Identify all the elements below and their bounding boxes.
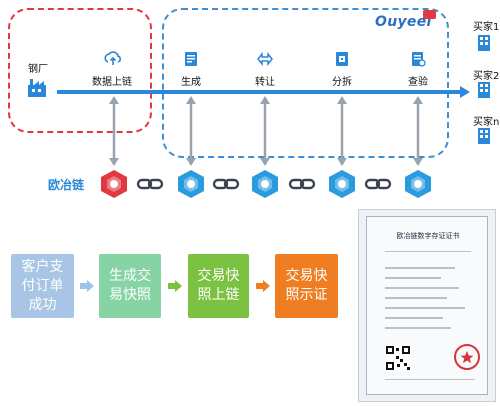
- cert-text-line: [385, 267, 455, 269]
- stage-label-generate: 生成: [181, 77, 201, 88]
- flow-arrowhead: [460, 86, 470, 98]
- process-step-onchain: 交易快 照上链: [188, 254, 249, 318]
- stage-label-transfer: 转让: [255, 77, 275, 88]
- swap-icon: [257, 51, 273, 67]
- cloud-upload-icon: [104, 51, 122, 65]
- step-line: 照示证: [285, 287, 328, 303]
- cert-text-line: [385, 287, 459, 289]
- building-icon: [478, 35, 490, 51]
- seal-icon: [454, 344, 480, 370]
- process-step-snapshot: 生成交 易快照: [99, 254, 161, 318]
- arrow-right-icon: [256, 280, 270, 292]
- ouyeel-logo: Ouyeel: [375, 14, 432, 30]
- steel-mill-zone: [8, 8, 152, 133]
- chain-link-icon: [364, 178, 392, 190]
- step-line: 照上链: [197, 287, 240, 303]
- chain-node-blue: [405, 170, 431, 198]
- chain-link-icon: [288, 178, 316, 190]
- cert-text-line: [385, 327, 451, 329]
- cert-text-line: [385, 379, 475, 380]
- steel-mill-label: 钢厂: [28, 64, 48, 75]
- cert-text-line: [385, 317, 443, 319]
- step-line: 易快照: [109, 287, 151, 303]
- verify-icon: [412, 52, 426, 67]
- buyer-n-label: 买家n: [473, 117, 500, 128]
- building-icon: [478, 82, 490, 98]
- vertical-connector: [413, 96, 423, 166]
- ouyeel-chain-label: 欧冶链: [48, 178, 85, 192]
- step-line: 生成交: [109, 268, 151, 284]
- building-icon: [478, 128, 490, 144]
- chain-node-red: [101, 170, 127, 198]
- chain-link-icon: [212, 178, 240, 190]
- chain-node-blue: [178, 170, 204, 198]
- process-step-payment: 客户支 付订单 成功: [11, 254, 74, 318]
- certificate-frame: 欧冶链数字存证证书: [366, 216, 488, 395]
- certificate-image: 欧冶链数字存证证书: [358, 209, 496, 402]
- chain-link-icon: [136, 178, 164, 190]
- cert-text-line: [385, 251, 471, 252]
- cert-text-line: [385, 277, 441, 279]
- factory-icon: [28, 79, 46, 97]
- cert-text-line: [385, 307, 465, 309]
- stage-label-upload: 数据上链: [92, 77, 132, 88]
- step-line: 交易快: [197, 268, 240, 284]
- buyer-1-label: 买家1: [473, 22, 500, 33]
- chain-node-blue: [329, 170, 355, 198]
- chain-node-blue: [252, 170, 278, 198]
- step-line: 付订单: [21, 277, 64, 294]
- vertical-connector: [109, 96, 119, 166]
- arrow-right-icon: [168, 280, 182, 292]
- vertical-connector: [186, 96, 196, 166]
- vertical-connector: [260, 96, 270, 166]
- process-step-proof: 交易快 照示证: [275, 254, 338, 318]
- flow-line: [57, 90, 463, 94]
- buyer-2-label: 买家2: [473, 71, 500, 82]
- stage-label-split: 分拆: [332, 77, 352, 88]
- step-line: 客户支: [21, 258, 64, 275]
- logo-tag-icon: [423, 10, 436, 19]
- step-line: 成功: [28, 296, 57, 313]
- ouyeel-zone: [162, 8, 449, 158]
- document-icon: [185, 52, 197, 66]
- certificate-title: 欧冶链数字存证证书: [396, 232, 460, 240]
- cert-text-line: [385, 297, 447, 299]
- qr-code-icon: [385, 345, 411, 371]
- stage-label-verify: 查验: [408, 77, 428, 88]
- step-line: 交易快: [285, 268, 328, 284]
- vertical-connector: [337, 96, 347, 166]
- arrow-right-icon: [80, 280, 94, 292]
- split-icon: [336, 52, 348, 66]
